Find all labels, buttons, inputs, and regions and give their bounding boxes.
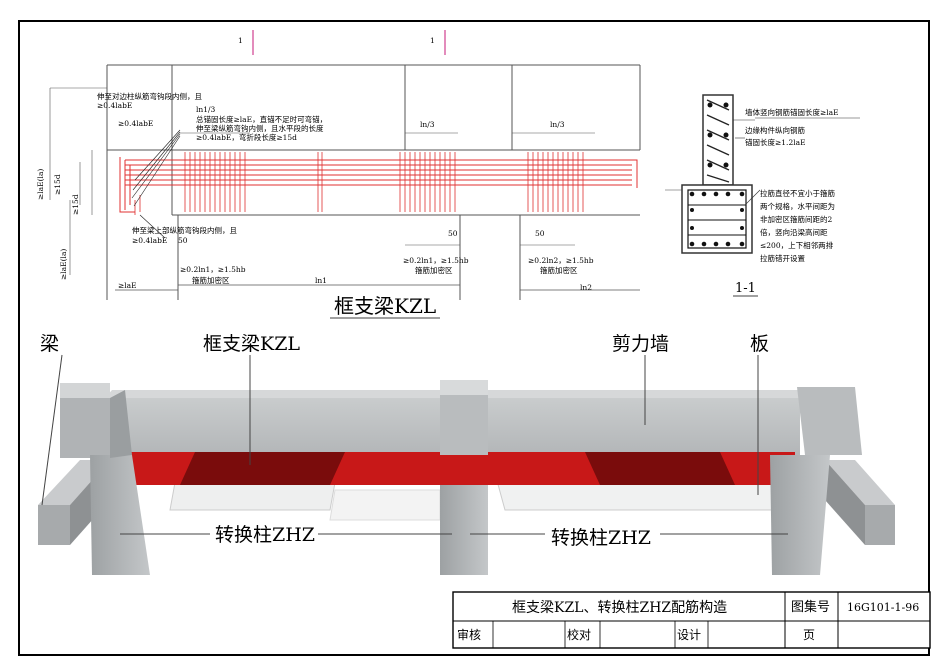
title-block bbox=[452, 591, 931, 649]
atlas-number: 16G101-1-96 bbox=[847, 601, 919, 614]
zone-3a: ≥0.2ln2，≥1.5hb bbox=[528, 256, 594, 265]
note-3b: 伸至梁纵筋弯钩内侧，且水平段的长度 bbox=[196, 123, 324, 133]
note-4b: ≥0.4labE bbox=[132, 236, 167, 245]
rebar-lines bbox=[119, 152, 638, 215]
zhz-column-middle bbox=[440, 485, 488, 575]
drawing-frame bbox=[18, 20, 930, 656]
ln2-label: ln2 bbox=[580, 283, 592, 292]
design-label: 设计 bbox=[677, 628, 701, 642]
label-zhz-left: 转换柱ZHZ bbox=[215, 524, 315, 546]
ln1-third-label: ln1/3 bbox=[196, 105, 216, 114]
check-label: 校对 bbox=[567, 627, 591, 642]
structural-model: 梁 框支梁KZL 剪力墙 板 转换柱ZHZ 转换柱ZHZ bbox=[38, 333, 895, 575]
fifty-label-b: 50 bbox=[448, 229, 458, 238]
label-kzl: 框支梁KZL bbox=[203, 333, 300, 355]
zone-1a: ≥0.2ln1，≥1.5hb bbox=[180, 265, 246, 274]
page-label: 页 bbox=[803, 628, 815, 642]
section-note-side-4: ≤200，上下相邻两排 bbox=[760, 240, 834, 250]
section-note-side-1: 两个规格，水平间距为 bbox=[760, 201, 835, 211]
section-note-side-2: 非加密区箍筋间距的2 bbox=[760, 214, 832, 224]
note-3a: 总锚固长度≥laE，直锚不足时可弯锚， bbox=[196, 114, 327, 124]
plan-title: 框支梁KZL bbox=[334, 294, 436, 318]
section-note-top-c: 锚固长度≥1.2laE bbox=[745, 137, 806, 147]
note-2: ≥0.4labE bbox=[118, 119, 153, 128]
d15-label-b: ≥15d bbox=[71, 194, 80, 215]
label-beam: 梁 bbox=[40, 333, 59, 355]
section-mark-left: 1 bbox=[238, 36, 243, 45]
ln1-label: ln1 bbox=[315, 276, 327, 285]
zone-3b: 箍筋加密区 bbox=[540, 265, 578, 275]
section-note-side-0: 拉筋直径不宜小于箍筋 bbox=[760, 188, 835, 198]
label-slab: 板 bbox=[750, 333, 769, 355]
section-1-1: 墙体竖向钢筋锚固长度≥laE 边缘构件纵向钢筋 锚固长度≥1.2laE 拉筋直径… bbox=[665, 94, 860, 297]
elevation-drawing bbox=[49, 30, 641, 300]
leader-lines bbox=[131, 129, 181, 239]
lae-bottom-label: ≥laE bbox=[118, 281, 137, 290]
drawing-title: 框支梁KZL、转换柱ZHZ配筋构造 bbox=[512, 599, 727, 616]
elevation-labels: 1 1 伸至对边柱纵筋弯钩段内侧，且 ≥0.4labE ≥0.4labE ln1… bbox=[36, 36, 594, 319]
fifty-label-a: 50 bbox=[178, 236, 188, 245]
zone-1b: 箍筋加密区 bbox=[192, 275, 230, 285]
section-note-top-b: 边缘构件纵向钢筋 bbox=[745, 125, 805, 135]
zone-2a: ≥0.2ln1，≥1.5hb bbox=[403, 256, 469, 265]
note-3c: ≥0.4labE，弯折段长度≥15d bbox=[196, 132, 297, 142]
section-note-side-5: 拉筋错开设置 bbox=[760, 253, 805, 263]
zhz-column-right bbox=[770, 455, 830, 575]
lae-top-label: ≥laE(la) bbox=[36, 169, 45, 200]
d15-label-a: ≥15d bbox=[53, 174, 62, 195]
label-shear-wall: 剪力墙 bbox=[612, 333, 669, 355]
zone-2b: 箍筋加密区 bbox=[415, 265, 453, 275]
note-1a: 伸至对边柱纵筋弯钩段内侧，且 bbox=[97, 91, 202, 101]
section-note-side-3: 倍，竖向沿梁高间距 bbox=[760, 227, 828, 237]
ln-third-label: ln/3 bbox=[420, 120, 435, 129]
label-zhz-right: 转换柱ZHZ bbox=[551, 527, 651, 549]
section-label: 1-1 bbox=[735, 281, 756, 296]
section-mark-right: 1 bbox=[430, 36, 435, 45]
fifty-label-c: 50 bbox=[535, 229, 545, 238]
section-note-top-a: 墙体竖向钢筋锚固长度≥laE bbox=[745, 107, 839, 117]
note-1b: ≥0.4labE bbox=[97, 101, 132, 110]
lae-bot-label: ≥laE(la) bbox=[59, 249, 68, 280]
ln-third-label-b: ln/3 bbox=[550, 120, 565, 129]
zhz-column-left bbox=[90, 455, 150, 575]
review-label: 审核 bbox=[457, 627, 481, 642]
note-4a: 伸至梁上部纵筋弯钩段内侧，且 bbox=[132, 225, 237, 235]
atlas-label: 图集号 bbox=[791, 599, 830, 615]
